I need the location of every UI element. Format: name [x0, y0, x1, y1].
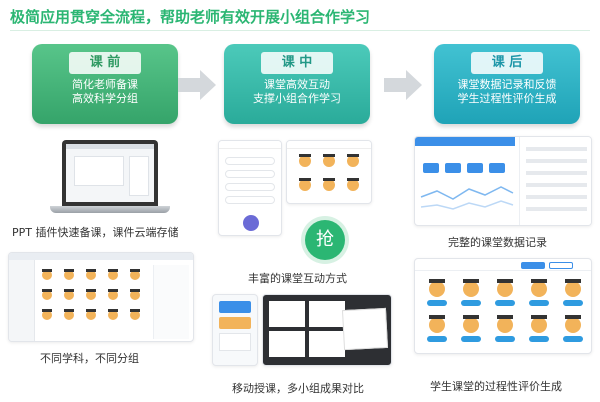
- phase-tag: 课 后: [471, 52, 543, 74]
- class-performance-preview: [414, 258, 592, 354]
- phase-line: 支撑小组合作学习: [253, 92, 341, 105]
- arrow-right-icon: [384, 70, 422, 100]
- laptop-screen: [62, 140, 158, 206]
- grab-icon: 抢: [305, 220, 345, 260]
- phase-tag: 课 中: [261, 52, 333, 74]
- caption-subjects: 不同学科，不同分组: [40, 352, 139, 365]
- class-data-preview: [414, 136, 592, 226]
- caption-mobile: 移动授课，多小组成果对比: [232, 382, 364, 395]
- mobile-teaching-preview: [212, 294, 258, 366]
- phase-tag: 课 前: [69, 52, 141, 74]
- caption-evaluation: 学生课堂的过程性评价生成: [430, 380, 562, 393]
- phase-line: 高效科学分组: [72, 92, 138, 105]
- laptop-base: [50, 206, 170, 213]
- caption-ppt-plugin: PPT 插件快速备课，课件云端存储: [12, 226, 179, 239]
- phase-card-during-class: 课 中 课堂高效互动 支撑小组合作学习: [224, 44, 370, 124]
- headline: 极简应用贯穿全流程，帮助老师有效开展小组合作学习: [10, 8, 371, 26]
- phase-line: 课堂数据记录和反馈: [457, 78, 557, 91]
- arrow-right-icon: [178, 70, 216, 100]
- phase-card-after-class: 课 后 课堂数据记录和反馈 学生过程性评价生成: [434, 44, 580, 124]
- group-results-compare-preview: [262, 294, 392, 366]
- ppt-editor-preview: [66, 144, 154, 202]
- phase-line: 简化老师备课: [72, 78, 138, 91]
- grouping-screen-preview: [8, 252, 194, 342]
- interaction-menu-preview: [218, 140, 282, 236]
- phase-line: 课堂高效互动: [264, 78, 330, 91]
- student-picker-preview: [286, 140, 372, 204]
- caption-data: 完整的课堂数据记录: [448, 236, 547, 249]
- laptop-icon: [50, 140, 170, 220]
- caption-interaction: 丰富的课堂互动方式: [248, 272, 347, 285]
- headline-divider: [10, 30, 590, 31]
- phase-card-before-class: 课 前 简化老师备课 高效科学分组: [32, 44, 178, 124]
- phase-line: 学生过程性评价生成: [457, 92, 557, 105]
